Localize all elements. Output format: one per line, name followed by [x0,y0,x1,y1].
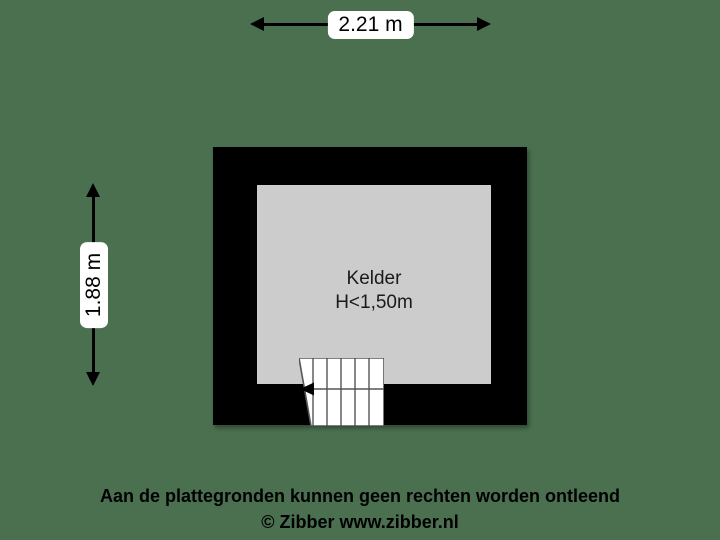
dimension-width-label: 2.21 m [327,11,414,39]
staircase-steps [312,358,370,426]
arrow-up-icon [86,183,100,197]
staircase-direction-arrow-icon [300,382,314,396]
room-name: Kelder [346,268,402,289]
room-label-group: Kelder H<1,50m [257,267,491,316]
room-kelder: Kelder H<1,50m [257,185,491,426]
arrow-down-icon [86,372,100,386]
room-height-note: H<1,50m [335,292,413,314]
dimension-height-label: 1.88 m [80,241,108,328]
arrow-right-icon [477,17,491,31]
floorplan-body: Kelder H<1,50m [213,147,527,426]
arrow-left-icon [250,17,264,31]
copyright-text: © Zibber www.zibber.nl [261,511,459,532]
staircase [299,358,384,426]
dimension-height: 1.88 m [80,183,108,386]
dimension-width: 2.21 m [250,11,491,39]
footer-disclaimer: Aan de plattegronden kunnen geen rechten… [0,484,720,535]
staircase-icon [299,358,384,426]
disclaimer-text: Aan de plattegronden kunnen geen rechten… [99,486,621,506]
